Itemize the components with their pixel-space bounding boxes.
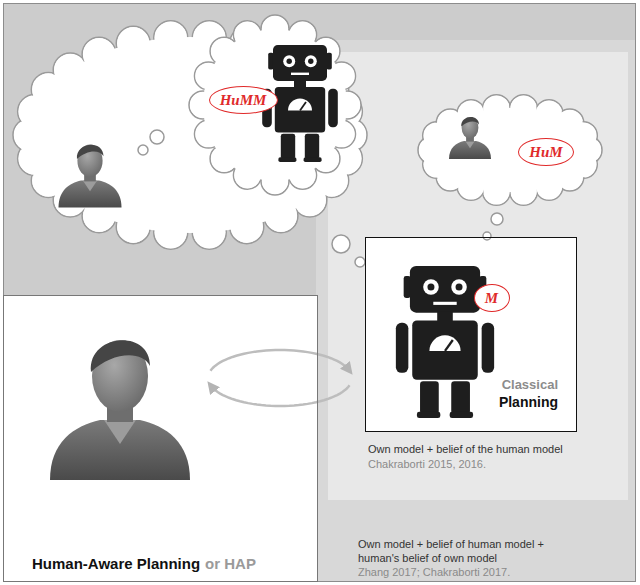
region-caption: Own model + belief of human model + huma… bbox=[358, 537, 588, 565]
planning-box: Human-Aware Planning or HAP bbox=[3, 295, 318, 582]
panel-region bbox=[328, 52, 628, 500]
thought-cloud bbox=[418, 95, 602, 206]
thought-cloud bbox=[13, 21, 367, 250]
model-label: HuM bbox=[529, 143, 562, 161]
box-title: Classical bbox=[502, 376, 558, 393]
thought-bubble bbox=[355, 257, 365, 267]
model-ellipse: HuMM bbox=[209, 86, 278, 114]
model-ellipse: M bbox=[474, 284, 510, 312]
region-caption: Own model + belief of the human model bbox=[368, 442, 628, 457]
thought-cloud bbox=[189, 15, 361, 195]
hap-region bbox=[3, 295, 318, 582]
human-icon bbox=[59, 145, 122, 208]
model-label: M bbox=[485, 289, 498, 307]
thought-bubble bbox=[491, 213, 503, 225]
outer-region bbox=[3, 3, 636, 582]
thought-bubble bbox=[150, 130, 164, 144]
box-title: or HAP bbox=[205, 555, 256, 572]
cycle-arrow bbox=[210, 350, 349, 371]
box-title: Planning bbox=[499, 393, 558, 411]
classical-region bbox=[365, 237, 577, 432]
thought-bubble bbox=[483, 232, 491, 240]
citation: Zhang 2017; Chakraborti 2017. bbox=[358, 565, 635, 579]
human-icon bbox=[449, 117, 491, 159]
cycle-arrow bbox=[210, 385, 349, 406]
inner-region: Own model + belief of the human modelCha… bbox=[328, 52, 628, 500]
outer-region: Own model + belief of human model + huma… bbox=[3, 3, 636, 582]
model-ellipse: HuM bbox=[518, 138, 574, 166]
citation: Chakraborti 2015, 2016. bbox=[368, 457, 628, 472]
human-icon bbox=[50, 340, 190, 480]
middle-band bbox=[316, 40, 636, 582]
planning-box: ClassicalPlanning M bbox=[365, 237, 577, 432]
thought-bubble bbox=[138, 145, 148, 155]
box-title: Human-Aware Planning bbox=[32, 555, 200, 572]
thought-bubble bbox=[332, 235, 350, 253]
model-label: HuMM bbox=[220, 91, 267, 109]
